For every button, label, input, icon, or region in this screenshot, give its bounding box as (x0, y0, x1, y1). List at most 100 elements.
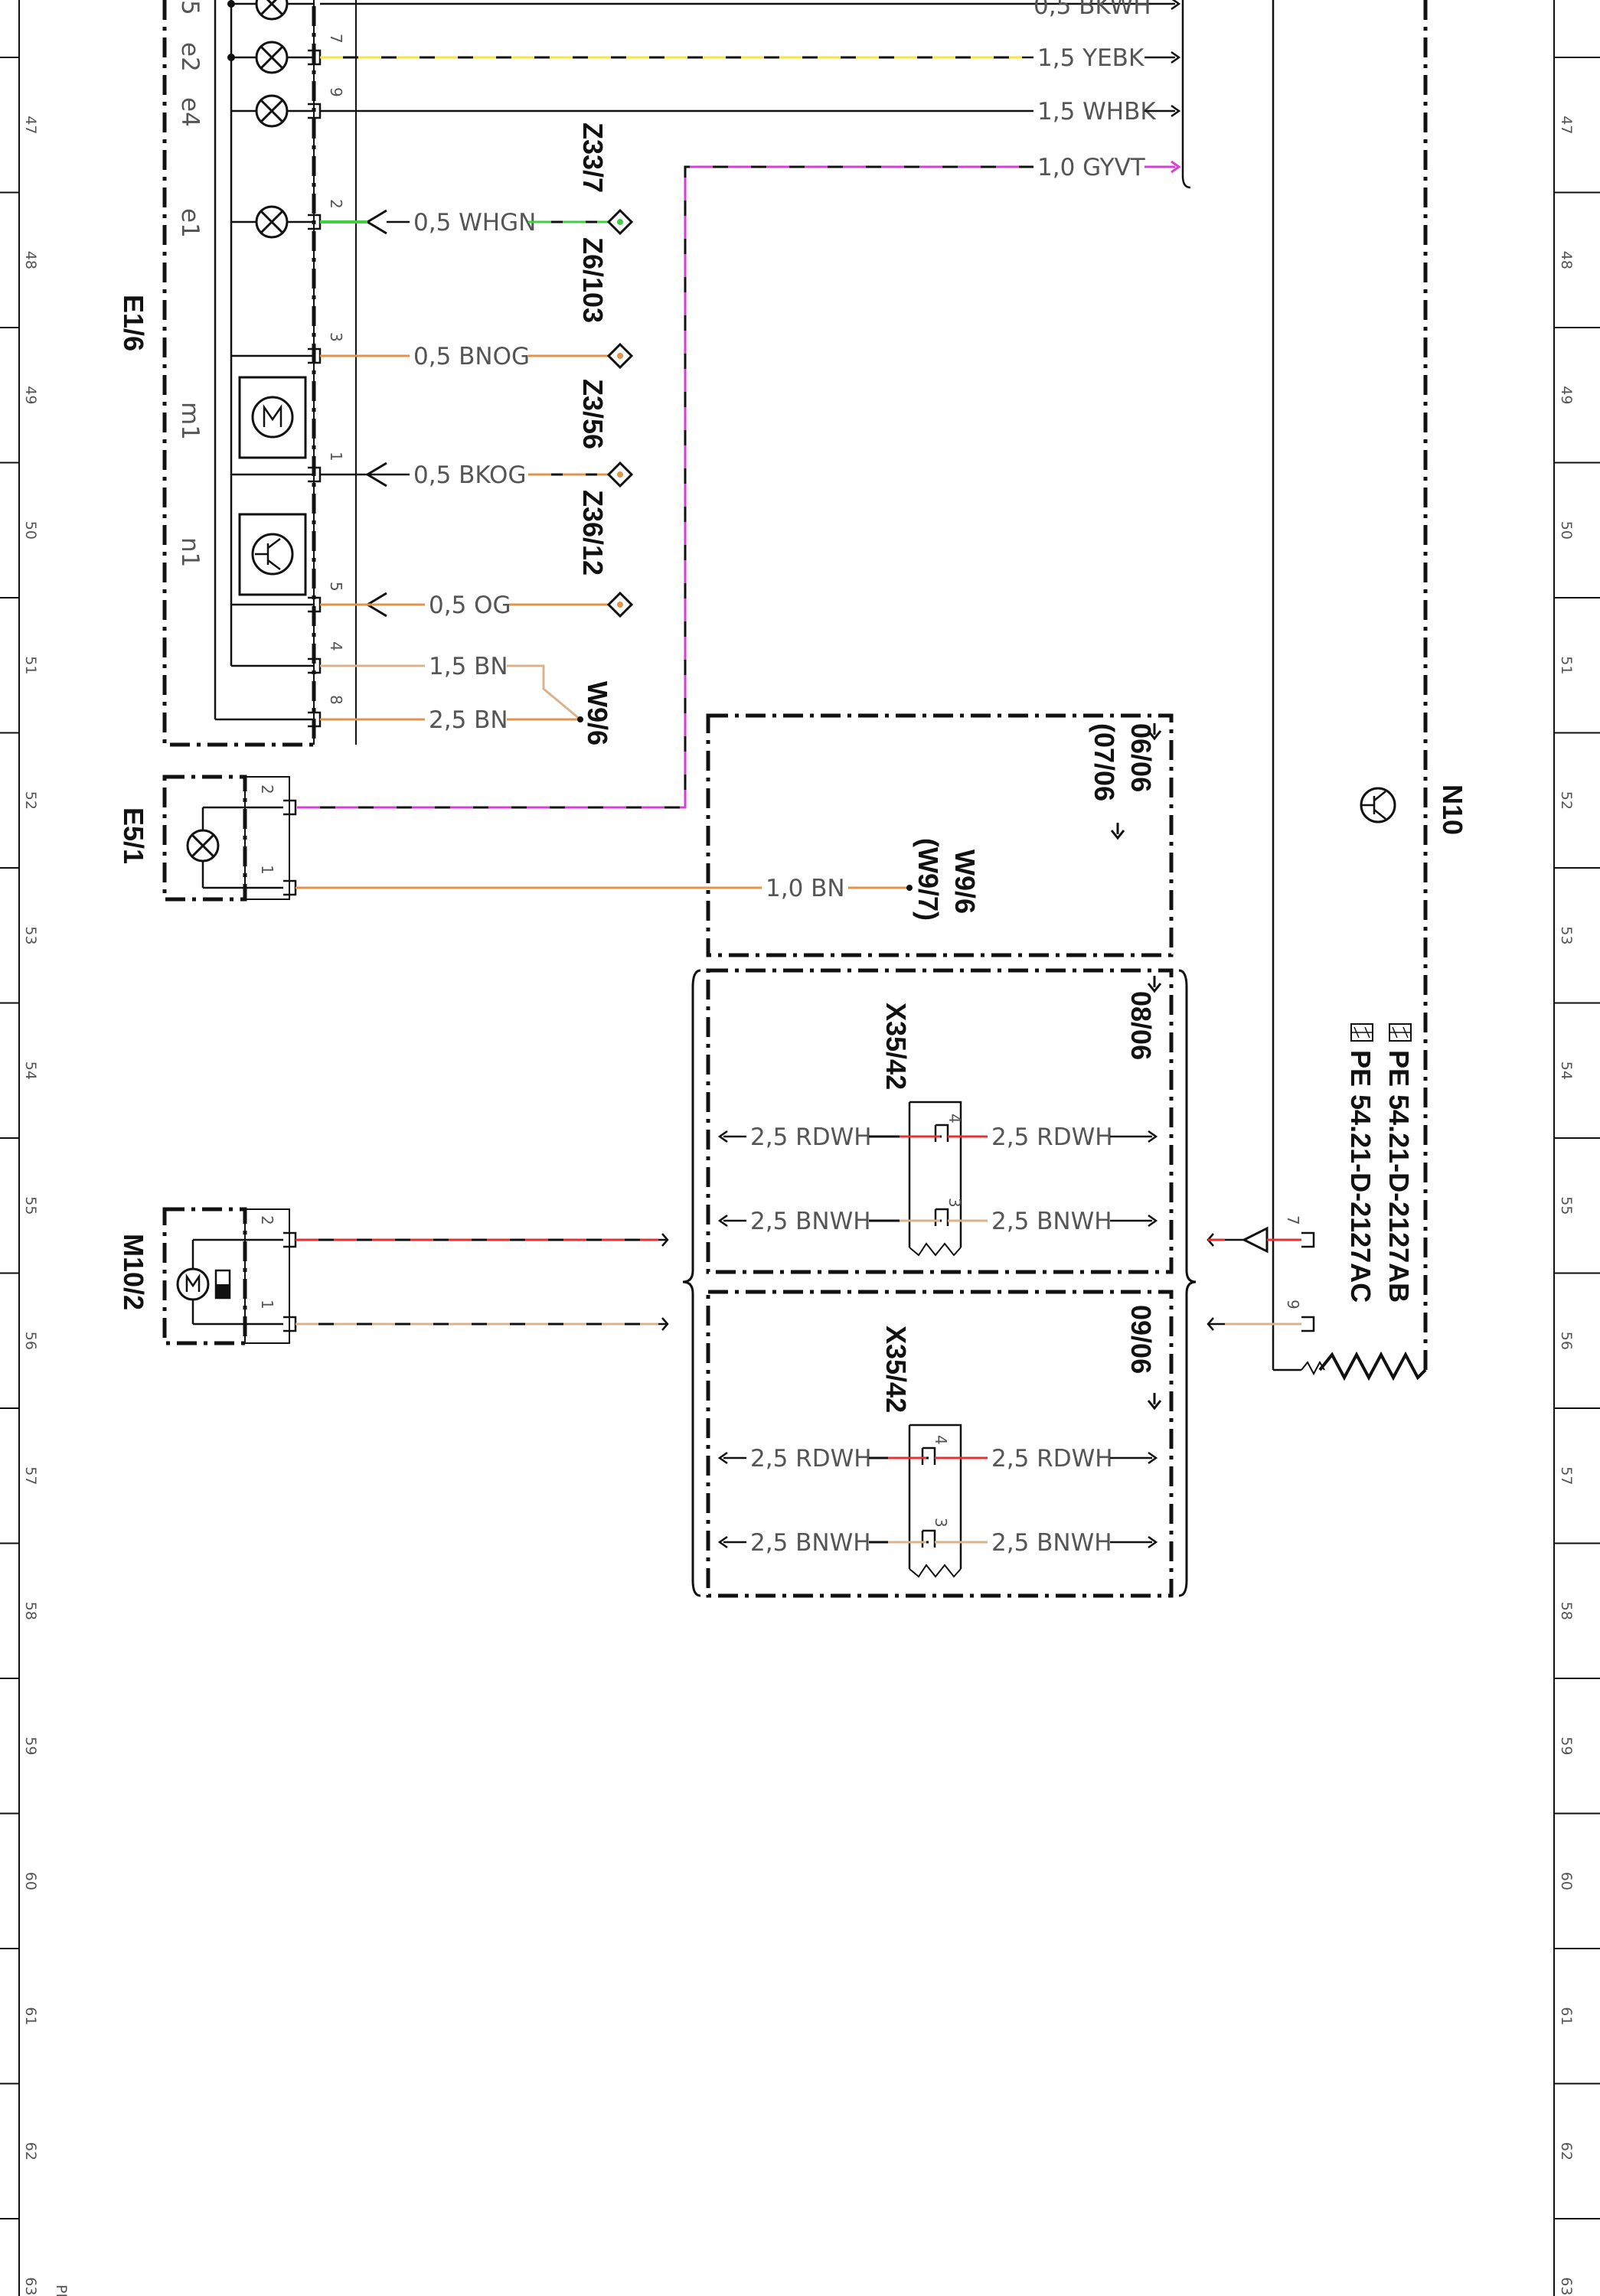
wire-label-bnwh: 2,5 BNWH (750, 1208, 871, 1235)
subcomponent-e1: e1 (176, 208, 204, 238)
pin-number: 4 (945, 1114, 964, 1124)
z36-12-label: Z36/12 (577, 490, 609, 576)
w9-6-label: W9/6 (582, 681, 613, 745)
connector-x35-42-a (908, 1101, 962, 1257)
date-arrow-icon (1147, 723, 1162, 741)
grid-number-left: 56 (22, 1332, 39, 1350)
pin-number: 4 (932, 1435, 950, 1445)
grid-number-left: 51 (22, 656, 39, 674)
wire-label-og: 0,5 OG (429, 592, 511, 619)
wire-label-rdwh: 2,5 RDWH (750, 1445, 872, 1473)
grid-number-left: 53 (22, 926, 39, 944)
wire-label-gyvt: 1,0 GYVT (1037, 154, 1146, 181)
e1-6-label: E1/6 (118, 295, 149, 351)
e5-1-module (162, 775, 297, 902)
wire-end-arrow (717, 1451, 746, 1465)
grid-number-right: 48 (1558, 251, 1575, 269)
wire-label-bnog: 0,5 BNOG (413, 343, 530, 370)
corner-tag: PE (53, 2285, 70, 2296)
splice-point-icon (606, 591, 634, 618)
grid-number-left: 47 (22, 116, 39, 134)
wire-label-bnwh: 2,5 BNWH (750, 1529, 871, 1557)
subcomponent-e5: 5 (176, 0, 204, 15)
pin-number: 3 (932, 1518, 950, 1528)
pin-number: 2 (258, 1215, 276, 1225)
connector-x35-42-b (908, 1424, 962, 1578)
transistor-icon (238, 513, 307, 596)
date-code-07-06: (07/06 (1089, 723, 1120, 801)
wire-end-arrow (717, 1130, 746, 1143)
pin-number: 9 (327, 87, 345, 97)
wire-label-rdwh: 2,5 RDWH (991, 1445, 1113, 1473)
lamp-icon (255, 41, 289, 74)
book-icon (1389, 1023, 1412, 1042)
variant-brace (1178, 969, 1197, 1597)
wire-end-arrow (717, 1535, 746, 1549)
book-icon (1350, 1023, 1373, 1042)
bundle-bracket (1181, 0, 1191, 189)
grid-number-left: 61 (22, 2007, 39, 2025)
wire-end-arrow (1110, 1451, 1158, 1465)
pin-number: 2 (327, 199, 345, 209)
ground-arrow-icon (1241, 1226, 1269, 1254)
splice-point-icon (606, 461, 634, 488)
pin-number: 2 (258, 784, 276, 794)
wire-end-arrow (1144, 0, 1181, 11)
lamp-icon (255, 0, 289, 21)
pin-number: 7 (1284, 1215, 1302, 1225)
wire-end-arrow (1110, 1535, 1158, 1549)
wire-label-whgn: 0,5 WHGN (413, 209, 536, 236)
grid-number-left: 63 (22, 2277, 39, 2295)
grid-number-left: 49 (22, 386, 39, 404)
wire-label-whbk: 1,5 WHBK (1037, 98, 1156, 126)
splice-point-icon (606, 342, 634, 370)
grid-number-right: 53 (1558, 926, 1575, 944)
e5-1-label: E5/1 (118, 807, 149, 864)
wire-end-arrow (1110, 1130, 1158, 1143)
wire-label-rdwh: 2,5 RDWH (991, 1124, 1113, 1151)
pin-number: 8 (327, 695, 345, 705)
grid-number-left: 48 (22, 251, 39, 269)
grid-number-right: 47 (1558, 116, 1575, 134)
grid-number-left: 52 (22, 791, 39, 810)
wire-end-arrow (1110, 1214, 1158, 1228)
grid-number-right: 56 (1558, 1332, 1575, 1350)
ground-arrow-icon (365, 209, 387, 235)
subcomponent-m1: m1 (176, 402, 204, 440)
m10-2-label: M10/2 (118, 1234, 149, 1310)
variant-box-08-06 (706, 968, 1174, 1274)
pin-number: 7 (327, 34, 345, 44)
wire-label-rdwh: 2,5 RDWH (750, 1124, 872, 1151)
grid-number-right: 62 (1558, 2142, 1575, 2161)
wire-label-bn25: 2,5 BN (429, 706, 508, 734)
wire-label-yebk: 1,5 YEBK (1037, 44, 1144, 72)
date-code-06-06: 06/06 (1125, 723, 1157, 792)
grid-number-left: 50 (22, 521, 39, 540)
grid-number-left: 59 (22, 1737, 39, 1755)
wire-end-arrow (658, 1317, 669, 1331)
pin-number: 1 (258, 1300, 276, 1309)
pin-number: 3 (945, 1198, 964, 1208)
grid-number-right: 54 (1558, 1062, 1575, 1080)
wire-end-arrow (658, 1233, 669, 1247)
variant-box-06-06 (706, 713, 1174, 957)
x35-42-b-label: X35/42 (880, 1326, 912, 1413)
motor-icon (176, 1267, 231, 1301)
wire-end-arrow (1144, 51, 1181, 64)
wire-end-arrow (1144, 104, 1181, 118)
wire-label-bn15: 1,5 BN (429, 653, 508, 680)
motor-icon (238, 376, 307, 459)
subcomponent-e4: e4 (176, 97, 204, 127)
wire-label-bkwh: 0,5 BKWH (1033, 0, 1151, 20)
z33-7-label: Z33/7 (577, 122, 609, 193)
grid-number-right: 57 (1558, 1466, 1575, 1485)
w9-7-mid-label: (W9/7) (913, 838, 944, 921)
wire-label-bnwh: 2,5 BNWH (991, 1208, 1112, 1235)
subcomponent-e2: e2 (176, 42, 204, 72)
lamp-icon (255, 205, 289, 239)
wire-end-arrow (1144, 160, 1181, 174)
splice-point-icon (606, 208, 634, 236)
variant-brace (682, 969, 701, 1597)
